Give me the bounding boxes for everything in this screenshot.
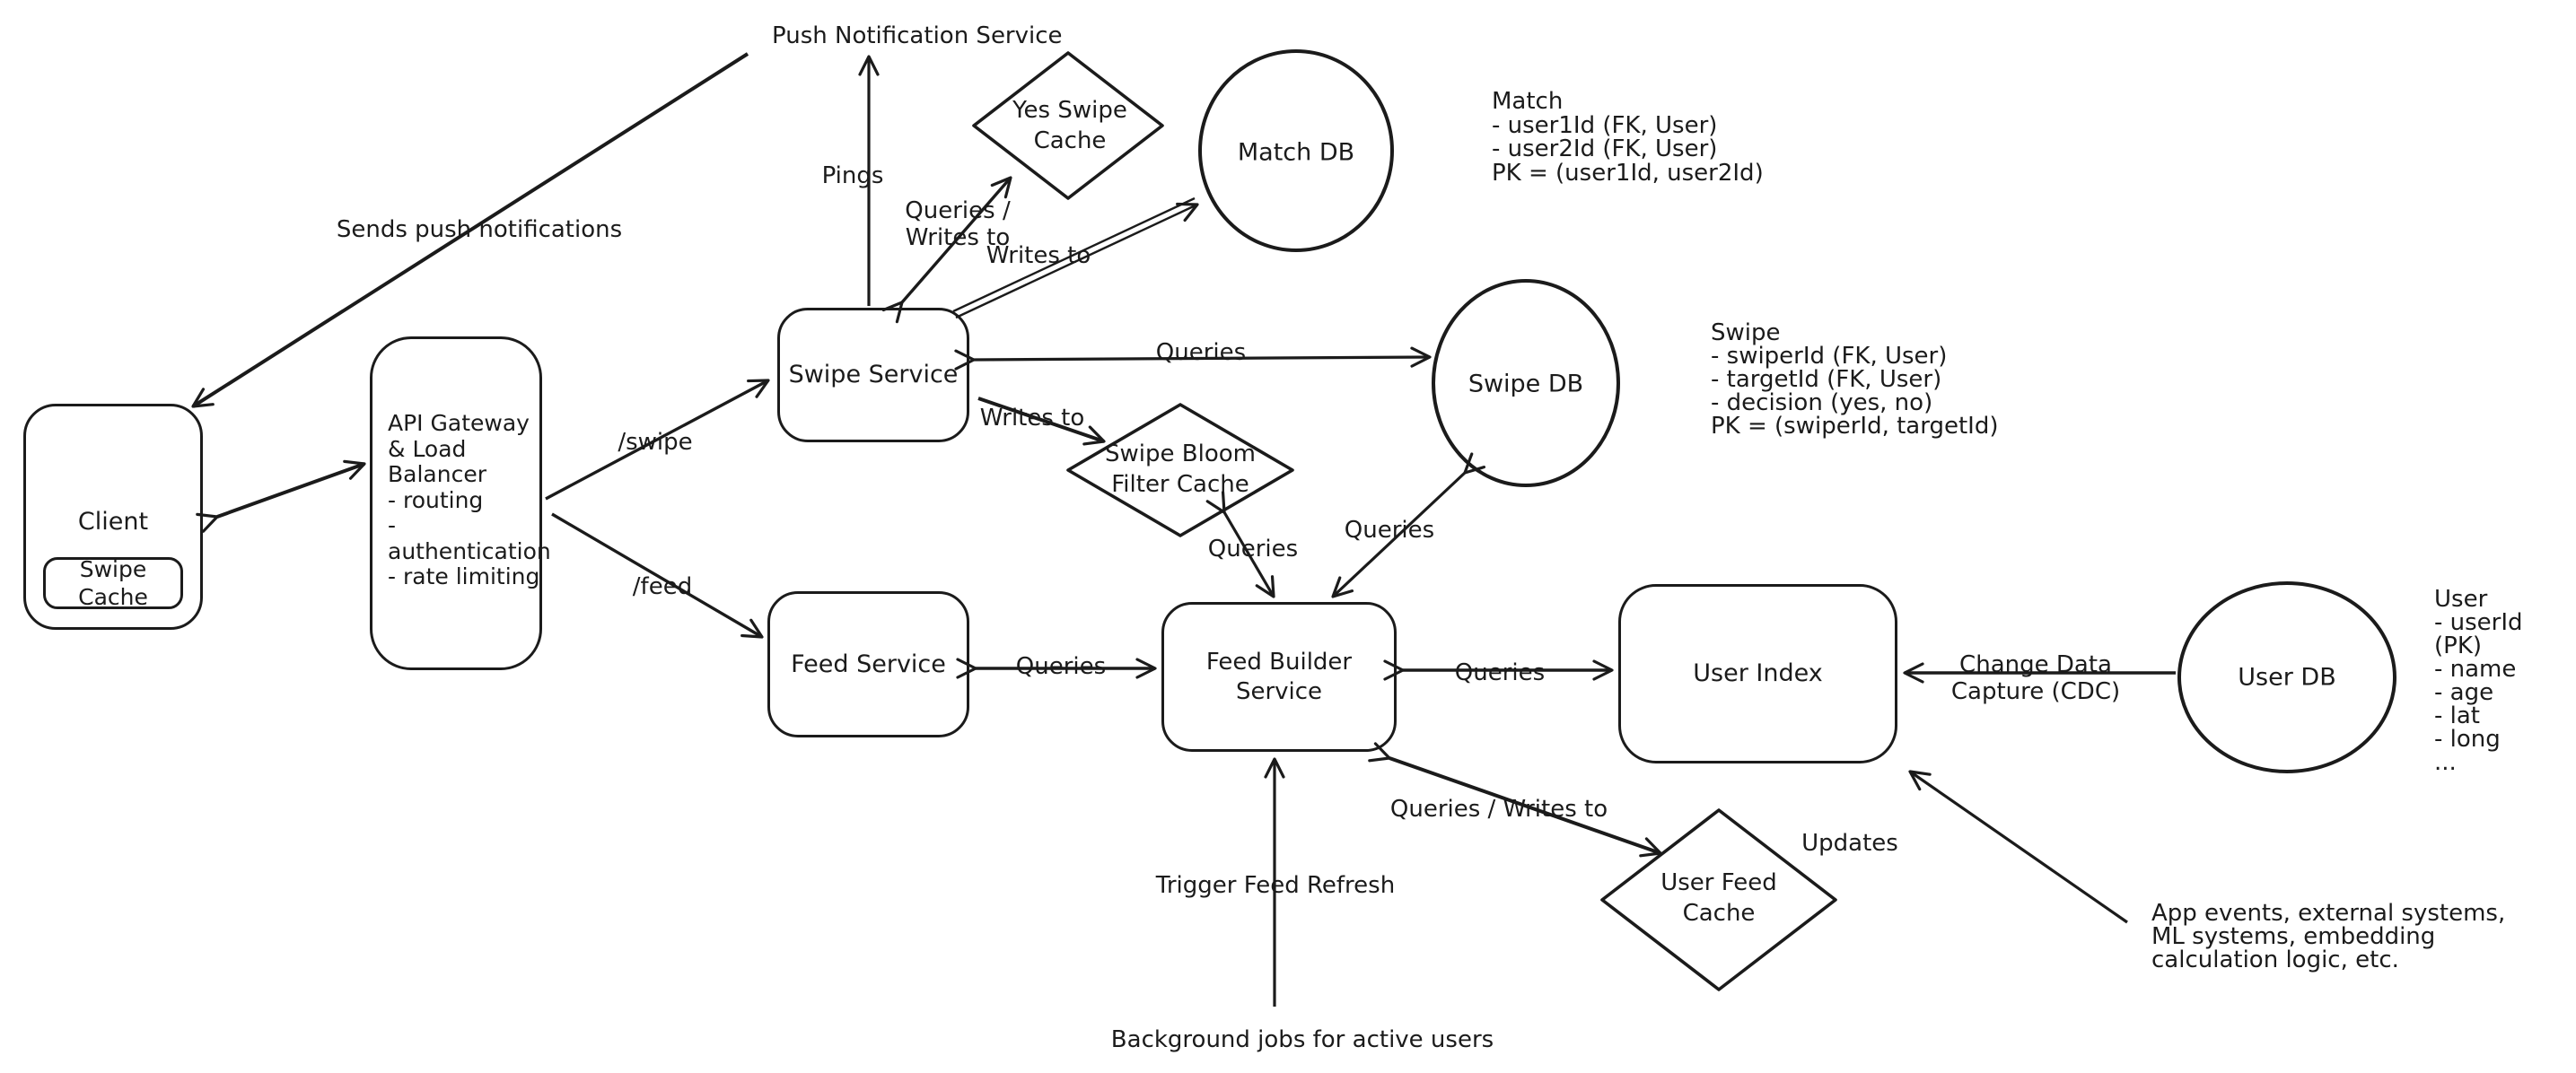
label-updates: Updates	[1801, 830, 1898, 858]
client-node-label: Client	[77, 508, 149, 536]
label-queries-bloom-feed-builder: Queries	[1207, 536, 1299, 563]
user-index-node: User Index	[1618, 584, 1897, 763]
arrow-writes-to-match-db	[952, 196, 1199, 319]
annotation-swipe-schema: Swipe - swiperId (FK, User) - targetId (…	[1711, 319, 1999, 440]
arrow-swipe-service-yes-swipe-cache	[881, 176, 1012, 324]
feed-service-node: Feed Service	[767, 591, 969, 737]
swipe-bloom-filter-cache-label: Swipe Bloom Filter Cache	[1105, 441, 1256, 498]
label-writes-to-match: Writes to	[986, 242, 1091, 270]
user-feed-cache-label: User Feed Cache	[1660, 869, 1777, 927]
yes-swipe-cache-label: Yes Swipe Cache	[1012, 97, 1127, 154]
swipe-service-label: Swipe Service	[788, 361, 959, 389]
annotation-match-schema: Match - user1Id (FK, User) - user2Id (FK…	[1492, 88, 1764, 187]
match-db-label: Match DB	[1237, 138, 1355, 167]
swipe-db-label: Swipe DB	[1468, 370, 1584, 398]
label-background-jobs: Background jobs for active users	[1110, 1026, 1494, 1054]
label-push-notification-service: Push Notification Service	[772, 22, 1063, 49]
api-gateway-node: API Gateway & Load Balancer - routing - …	[370, 336, 551, 670]
feed-service-label: Feed Service	[791, 650, 946, 678]
arrow-swipe-service-swipe-db	[954, 346, 1432, 371]
arrow-bloom-feed-builder	[1205, 491, 1275, 598]
label-queries-swipe-service-swipe-db: Queries	[1155, 339, 1247, 367]
yes-swipe-cache-shape	[972, 51, 1164, 200]
label-sends-push-notifications: Sends push notifications	[336, 216, 623, 244]
match-db-shape	[1198, 49, 1394, 252]
feed-builder-service-label: Feed Builder Service	[1205, 649, 1353, 705]
arrow-push-notification-to-client	[191, 52, 749, 408]
arrow-client-api-gateway	[196, 459, 366, 533]
label-pings: Pings	[821, 162, 884, 190]
label-change-data-capture: Change Data Capture (CDC)	[1950, 651, 2121, 705]
label-queries-writes-to-user-feed-cache: Queries / Writes to	[1389, 796, 1608, 824]
arrow-feed-builder-user-feed-cache	[1368, 742, 1662, 858]
label-queries-writes-to-yes-cache: Queries / Writes to	[905, 197, 1011, 251]
feed-builder-service-node: Feed Builder Service	[1161, 602, 1397, 752]
label-trigger-feed-refresh: Trigger Feed Refresh	[1155, 872, 1396, 900]
annotation-user-schema: User - userId (PK) - name - age - lat - …	[2434, 586, 2523, 776]
arrow-swipe-db-feed-builder	[1331, 452, 1486, 598]
swipe-service-node: Swipe Service	[777, 308, 969, 442]
arrow-swipe-route	[545, 379, 770, 501]
label-feed-route: /feed	[632, 573, 693, 601]
client-swipe-cache-node: Swipe Cache	[43, 555, 183, 610]
api-gateway-label: API Gateway & Load Balancer - routing - …	[388, 410, 551, 589]
user-feed-cache-shape	[1600, 808, 1837, 991]
label-swipe-route: /swipe	[618, 429, 693, 457]
arrow-updates-user-index	[1908, 770, 2128, 924]
client-node: Client Swipe Cache	[23, 404, 203, 630]
label-queries-feed-service-feed-builder: Queries	[1015, 653, 1107, 681]
client-swipe-cache-label: Swipe Cache	[78, 555, 148, 610]
label-queries-swipe-db-feed-builder: Queries	[1344, 517, 1435, 545]
user-db-shape	[2177, 581, 2396, 773]
label-app-events: App events, external systems, ML systems…	[2151, 900, 2506, 973]
arrow-feed-route	[551, 512, 764, 639]
user-db-label: User DB	[2238, 663, 2336, 692]
swipe-bloom-filter-cache-shape	[1066, 403, 1294, 537]
user-index-label: User Index	[1693, 659, 1823, 688]
arrow-writes-to-bloom	[977, 397, 1106, 446]
label-writes-to-bloom: Writes to	[979, 405, 1085, 432]
swipe-db-shape	[1432, 279, 1620, 487]
label-queries-feed-builder-user-index: Queries	[1454, 659, 1546, 687]
